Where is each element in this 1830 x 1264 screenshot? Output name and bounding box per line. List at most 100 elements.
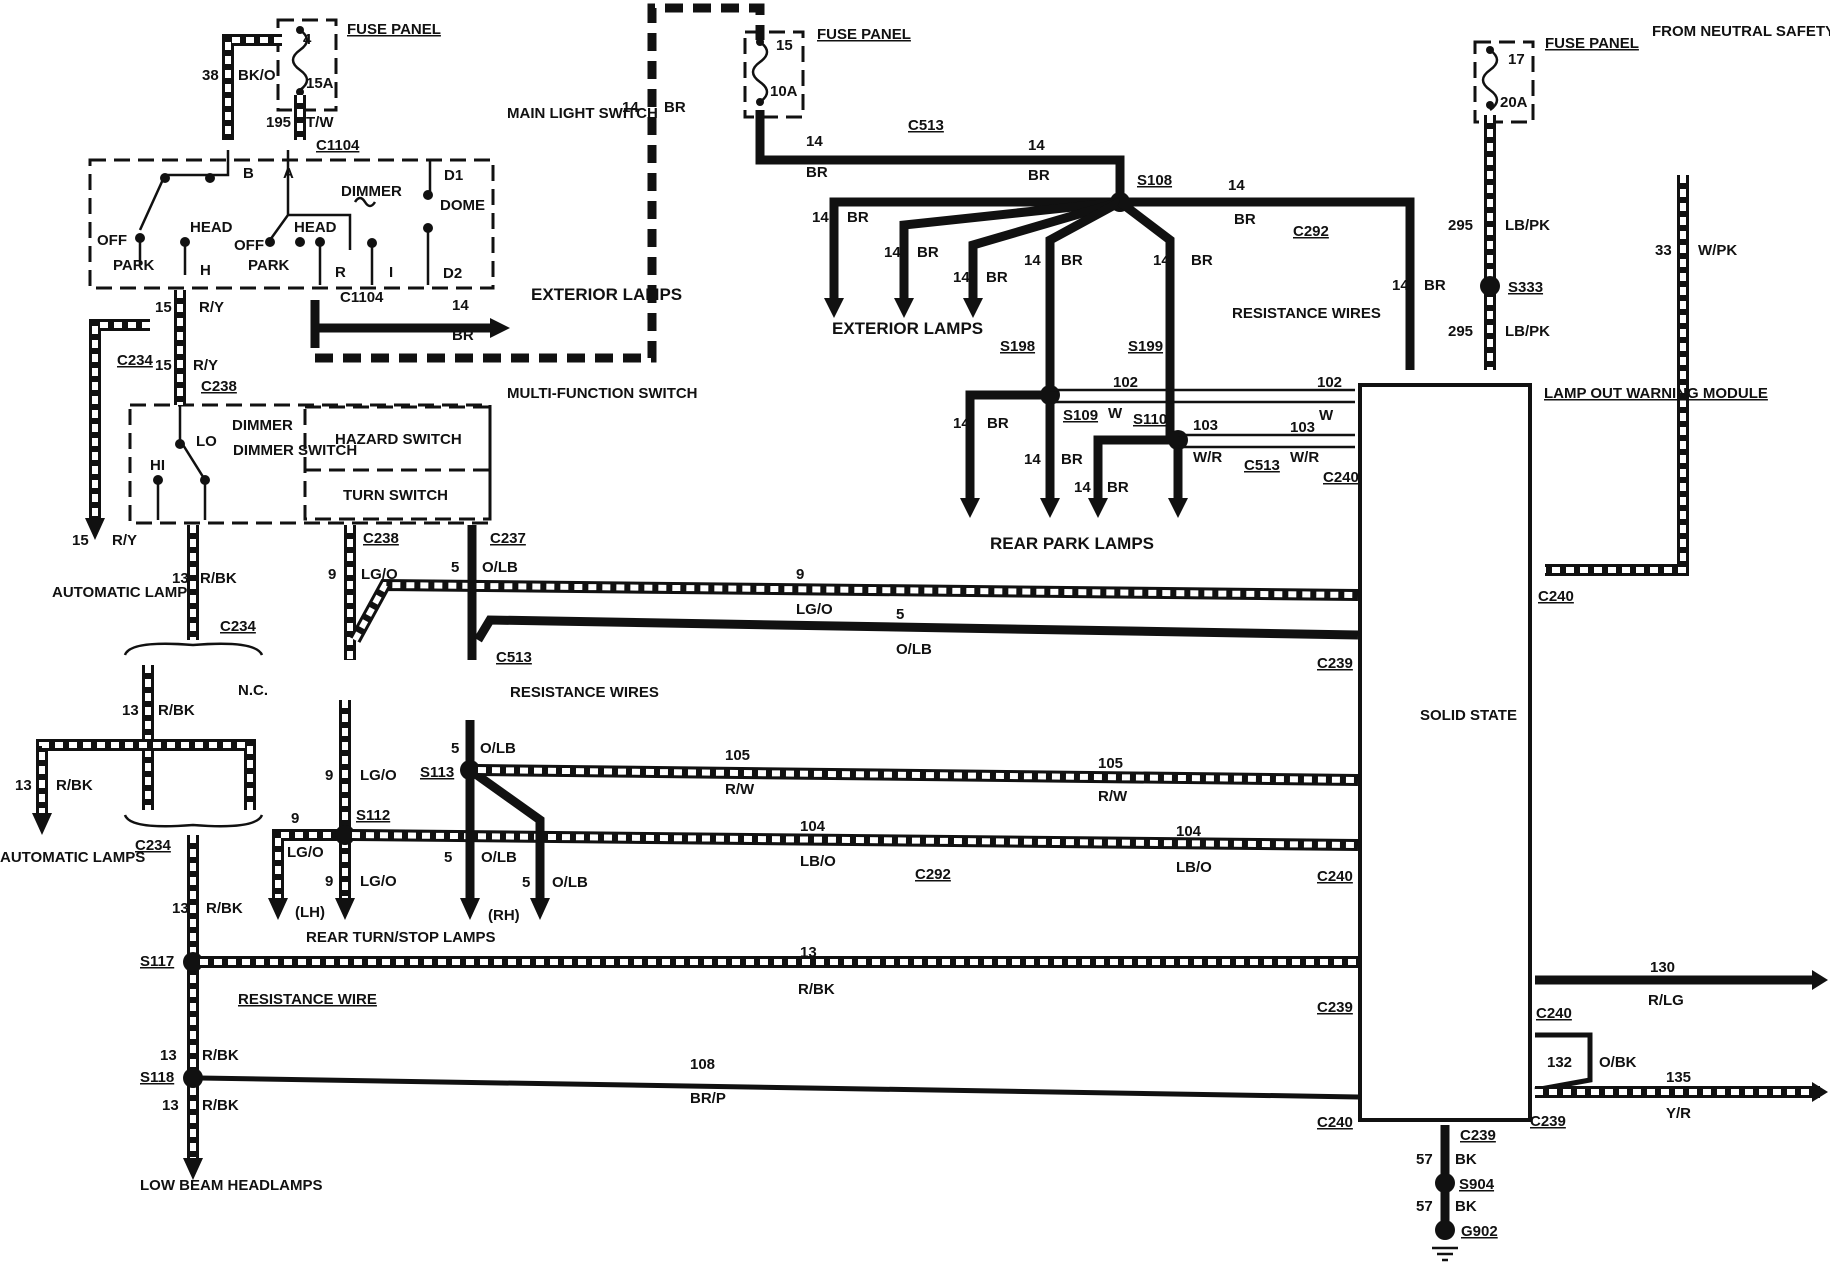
lamp-out-warning-module: SOLID STATE LAMP OUT WARNING MODULE: [1358, 383, 1768, 1122]
wire-104-a: 104: [800, 818, 826, 835]
wire-lg-o-a: LG/O: [361, 566, 398, 583]
wire-br-p: BR/P: [690, 1090, 726, 1107]
wire-105-a: 105: [725, 747, 750, 764]
fuse-number: 17: [1508, 51, 1525, 68]
head-label-1: HEAD: [190, 219, 233, 236]
wire-bk-o: BK/O: [238, 67, 276, 84]
splice-s904: S904: [1459, 1176, 1495, 1193]
wire-r-y-b: R/Y: [193, 357, 218, 374]
wire-br-g: BR: [986, 269, 1008, 286]
wire-o-bk: O/BK: [1599, 1054, 1637, 1071]
wire-57-b: 57: [1416, 1198, 1433, 1215]
splice-s117: S117: [140, 953, 174, 970]
connector-c1104-lower: C1104: [340, 289, 384, 306]
exterior-lamps-label-right: EXTERIOR LAMPS: [832, 319, 983, 338]
wire-r-lg: R/LG: [1648, 992, 1684, 1009]
splice-s198: S198: [1000, 338, 1035, 355]
wire-r-bk-g: R/BK: [798, 981, 835, 998]
wire-y-r: Y/R: [1666, 1105, 1691, 1122]
wire-103-b: 103: [1290, 419, 1315, 436]
splice-s333-dot: [1480, 276, 1500, 296]
wire-lb-o-b: LB/O: [1176, 859, 1212, 876]
from-neutral-safety-switch: FROM NEUTRAL SAFETY SWITCH: [1652, 23, 1830, 40]
splice-s108-label: S108: [1137, 172, 1172, 189]
turn-switch-label: TURN SWITCH: [343, 487, 448, 504]
wire-br-f: BR: [917, 244, 939, 261]
wire-r-y-c: R/Y: [112, 532, 137, 549]
wire-r-bk-d: R/BK: [206, 900, 243, 917]
wire-lb-pk-a: LB/PK: [1505, 217, 1550, 234]
connector-c234-bottom: C234: [135, 837, 172, 854]
splice-s333: S333: [1508, 279, 1543, 296]
wire-5-c: 5: [451, 740, 459, 757]
wire-14-m: 14: [1024, 451, 1041, 468]
dome-label: DOME: [440, 197, 485, 214]
pin-h: H: [200, 262, 211, 279]
connector-c238-top: C238: [201, 378, 237, 395]
automatic-lamps-label-2: AUTOMATIC LAMPS: [0, 849, 145, 866]
wire-5-a: 5: [451, 559, 459, 576]
splice-s904-dot: [1435, 1173, 1455, 1193]
wire-38: 38: [202, 67, 219, 84]
low-beam-headlamps-label: LOW BEAM HEADLAMPS: [140, 1177, 323, 1194]
wire-14-c: 14: [806, 133, 823, 150]
rh-label: (RH): [488, 907, 520, 924]
wire-195: 195: [266, 114, 291, 131]
wire-lg-o-b: LG/O: [796, 601, 833, 618]
ground-g902: G902: [1461, 1223, 1498, 1240]
ground-g902-dot: [1435, 1220, 1455, 1240]
lh-label: (LH): [295, 904, 325, 921]
pin-b: B: [243, 165, 254, 182]
wire-o-lb-b: O/LB: [896, 641, 932, 658]
wire-103-a: 103: [1193, 417, 1218, 434]
fuse-panel-4: 4 15A FUSE PANEL: [276, 18, 441, 112]
wire-14-e: 14: [812, 209, 829, 226]
wire-t-w: T/W: [306, 114, 334, 131]
splice-s113: S113: [420, 764, 454, 781]
splice-s110: S110: [1133, 411, 1167, 428]
wire-r-bk-e: R/BK: [202, 1047, 239, 1064]
wire-bk-b: BK: [1455, 1198, 1477, 1215]
wire-15-c: 15: [72, 532, 89, 549]
ground-icon: [1432, 1246, 1458, 1262]
main-light-switch: B A D1 DIMMER DOME HEAD HEAD OFF OFF PAR…: [88, 150, 495, 290]
wire-9-c: 9: [325, 767, 333, 784]
connector-c234-mid: C234: [220, 618, 257, 635]
head-label-2: HEAD: [294, 219, 337, 236]
wire-105-b: 105: [1098, 755, 1123, 772]
wire-57-a: 57: [1416, 1151, 1433, 1168]
wire-bk-a: BK: [1455, 1151, 1477, 1168]
fuse-panel-label: FUSE PANEL: [817, 26, 911, 43]
wire-r-bk-f: R/BK: [202, 1097, 239, 1114]
wire-r-w-b: R/W: [1098, 788, 1128, 805]
splice-s118: S118: [140, 1069, 174, 1086]
wire-15-b: 15: [155, 357, 172, 374]
connector-c240-mid: C240: [1317, 868, 1353, 885]
wire-14-f: 14: [884, 244, 901, 261]
connector-c292-lower: C292: [915, 866, 951, 883]
fuse-rating: 15A: [306, 75, 334, 92]
connector-c239-right: C239: [1530, 1113, 1566, 1130]
fuse-panel-label: FUSE PANEL: [347, 21, 441, 38]
wire-13-d: 13: [172, 900, 189, 917]
connector-c240-top: C240: [1323, 469, 1359, 486]
wire-br-n: BR: [1107, 479, 1129, 496]
wire-104-b: 104: [1176, 823, 1202, 840]
park-label-1: PARK: [113, 257, 155, 274]
fuse-panel-17: 17 20A FUSE PANEL: [1473, 35, 1639, 124]
wire-130: 130: [1650, 959, 1675, 976]
connector-c238-mid: C238: [363, 530, 399, 547]
wire-o-lb-d: O/LB: [481, 849, 517, 866]
dimmer-label: DIMMER: [232, 417, 293, 434]
wire-13-a: 13: [172, 570, 189, 587]
wire-br-j: BR: [1234, 211, 1256, 228]
wire-lg-o-e: LG/O: [360, 873, 397, 890]
wire-br-i: BR: [1191, 252, 1213, 269]
wire-r-bk-a: R/BK: [200, 570, 237, 587]
main-light-switch-label: MAIN LIGHT SWITCH: [507, 105, 658, 122]
resistance-wires-label-1: RESISTANCE WIRES: [1232, 305, 1381, 322]
wire-9-b: 9: [796, 566, 804, 583]
dimmer-label: DIMMER: [341, 183, 402, 200]
wire-5-e: 5: [522, 874, 530, 891]
wire-13-f: 13: [162, 1097, 179, 1114]
